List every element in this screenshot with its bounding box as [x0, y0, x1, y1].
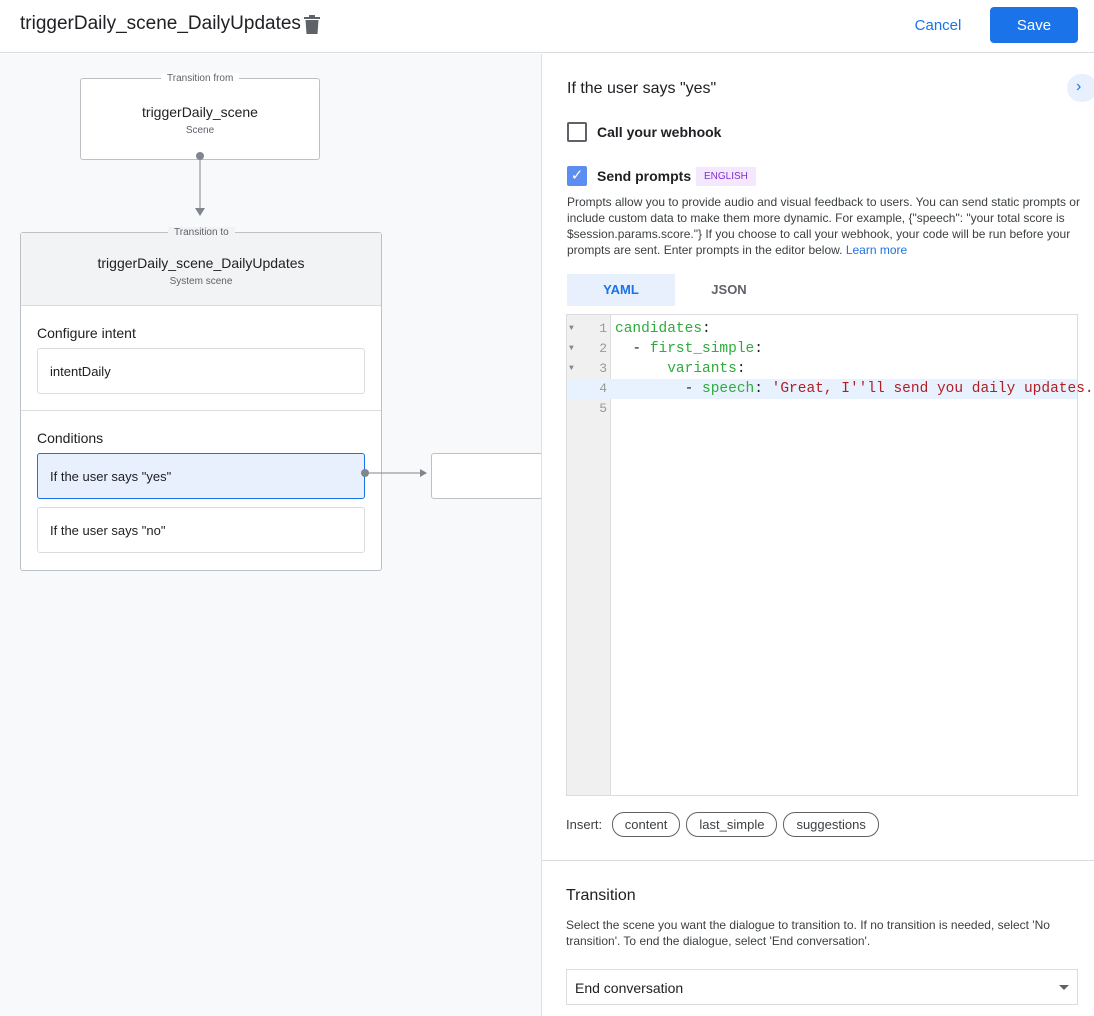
transition-heading: Transition — [566, 887, 636, 904]
code-key: variants — [667, 361, 737, 377]
fold-arrow-icon[interactable]: ▼ — [569, 364, 574, 373]
code-value: 'Great, I''ll send you daily updates. — [771, 381, 1094, 397]
tab-yaml[interactable]: YAML — [567, 274, 675, 306]
collapse-chevron-icon[interactable]: › — [1067, 74, 1094, 102]
webhook-label: Call your webhook — [597, 124, 722, 140]
cancel-button[interactable]: Cancel — [904, 8, 972, 42]
flow-canvas[interactable]: Transition from triggerDaily_scene Scene… — [0, 54, 541, 1016]
transition-from-node[interactable]: Transition from triggerDaily_scene Scene — [80, 73, 320, 160]
prompts-label: Send prompts — [597, 168, 692, 184]
insert-chip-last-simple[interactable]: last_simple — [686, 812, 778, 837]
page-title: triggerDaily_scene_DailyUpdates — [20, 13, 301, 34]
code-line[interactable]: ▼ 2 - first_simple: — [567, 339, 1077, 359]
code-indent: - — [615, 381, 703, 397]
configure-intent-heading: Configure intent — [37, 325, 136, 341]
conditions-heading: Conditions — [37, 430, 104, 446]
insert-chip-content[interactable]: content — [611, 812, 681, 837]
from-scene-name: triggerDaily_scene — [142, 104, 258, 120]
to-scene-name: triggerDaily_scene_DailyUpdates — [97, 255, 305, 271]
condition-no[interactable]: If the user says "no" — [37, 507, 365, 553]
panel-title: If the user says "yes" — [567, 80, 717, 97]
trash-icon[interactable] — [304, 15, 320, 34]
fold-arrow-icon[interactable]: ▼ — [569, 344, 574, 353]
transition-to-label: Transition to — [168, 227, 235, 238]
code-line[interactable]: ▼ 3 variants: — [567, 359, 1077, 379]
transition-to-node: Transition to triggerDaily_scene_DailyUp… — [20, 227, 382, 571]
code-line[interactable]: 4 - speech: 'Great, I''ll send you daily… — [567, 379, 1094, 399]
transition-description: Select the scene you want the dialogue t… — [566, 918, 1050, 948]
code-separator: : — [702, 321, 711, 337]
save-button[interactable]: Save — [990, 7, 1078, 43]
insert-chip-suggestions[interactable]: suggestions — [783, 812, 879, 837]
prompts-checkbox-checked-icon[interactable]: ✓ — [567, 166, 587, 186]
dropdown-arrow-icon — [1059, 985, 1069, 995]
code-key: candidates — [615, 321, 703, 337]
code-line[interactable]: 5 — [567, 399, 1077, 419]
insert-label: Insert: — [566, 817, 603, 832]
code-key: first_simple — [649, 341, 755, 357]
code-separator: : — [754, 381, 772, 397]
to-scene-type: System scene — [169, 276, 233, 287]
code-line[interactable]: ▼ 1 candidates: — [567, 319, 1077, 339]
code-separator: : — [754, 341, 763, 357]
header: triggerDaily_scene_DailyUpdates Cancel S… — [0, 0, 1094, 53]
code-indent: - — [615, 341, 650, 357]
prompts-description: Prompts allow you to provide audio and v… — [567, 195, 1080, 257]
line-number: 4 — [599, 381, 607, 396]
transition-select-value: End conversation — [575, 980, 684, 996]
transition-from-label: Transition from — [161, 73, 240, 84]
language-badge: ENGLISH — [696, 167, 756, 186]
target-node-empty[interactable] — [431, 453, 541, 499]
line-number: 3 — [599, 361, 607, 376]
line-number: 1 — [599, 321, 607, 336]
webhook-checkbox[interactable] — [567, 122, 587, 142]
transition-select[interactable]: End conversation — [566, 969, 1078, 1005]
learn-more-link[interactable]: Learn more — [845, 243, 908, 257]
code-indent — [615, 361, 667, 377]
fold-arrow-icon[interactable]: ▼ — [569, 324, 574, 333]
connector-arrow — [195, 152, 205, 216]
line-number: 5 — [599, 401, 607, 416]
from-scene-type: Scene — [185, 125, 215, 136]
line-number: 2 — [599, 341, 607, 356]
condition-yes[interactable]: If the user says "yes" — [37, 453, 365, 499]
condition-panel: › If the user says "yes" Call your webho… — [541, 54, 1094, 1016]
code-editor[interactable]: ▼ 1 candidates: ▼ 2 - first_simple: ▼ 3 varian… — [566, 314, 1094, 796]
tab-json[interactable]: JSON — [711, 282, 747, 297]
code-key: speech — [702, 381, 755, 397]
code-separator: : — [736, 361, 746, 377]
condition-connector — [361, 469, 427, 477]
intent-item[interactable]: intentDaily — [37, 348, 365, 394]
